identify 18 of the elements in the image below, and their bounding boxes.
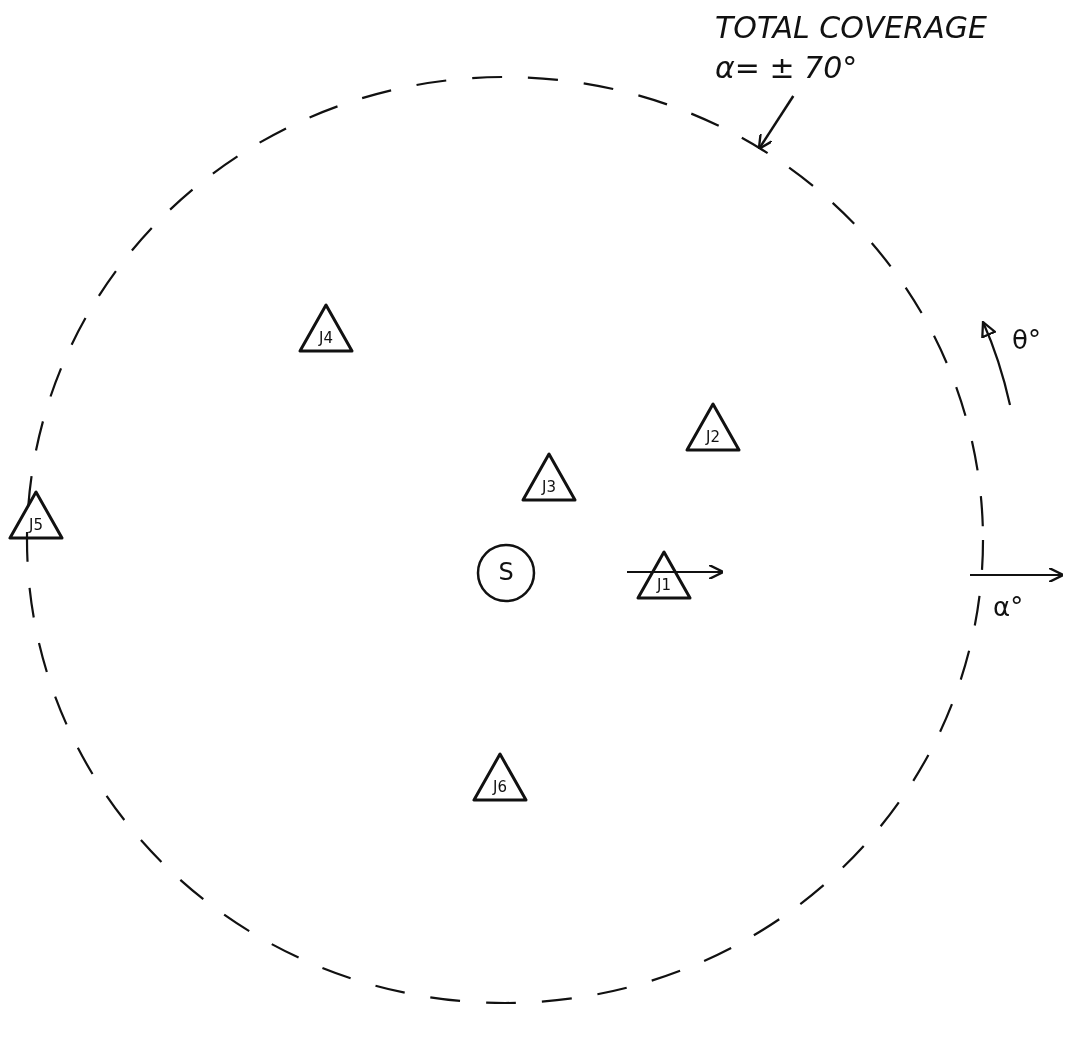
triangle-marker: [8, 490, 64, 540]
annotation-text: TOTAL COVERAGE α= ± 70°: [715, 9, 988, 87]
triangle-marker: [521, 452, 577, 502]
node-label: J3: [540, 478, 557, 496]
circle-marker: [476, 543, 536, 603]
node-label: J1: [655, 576, 672, 594]
angle-label: θ°: [1012, 325, 1041, 355]
triangle-marker: [472, 752, 528, 802]
triangle-marker: [298, 303, 354, 353]
triangle-marker: [685, 402, 741, 452]
angle-label: α°: [993, 592, 1024, 622]
node-label: J2: [704, 428, 721, 446]
node-label: S: [497, 558, 515, 586]
leader-arrow: [757, 95, 795, 151]
node-label: J6: [491, 778, 508, 796]
node-label: J4: [317, 329, 334, 347]
triangle-marker: [636, 550, 692, 600]
node-label: J5: [27, 516, 44, 534]
